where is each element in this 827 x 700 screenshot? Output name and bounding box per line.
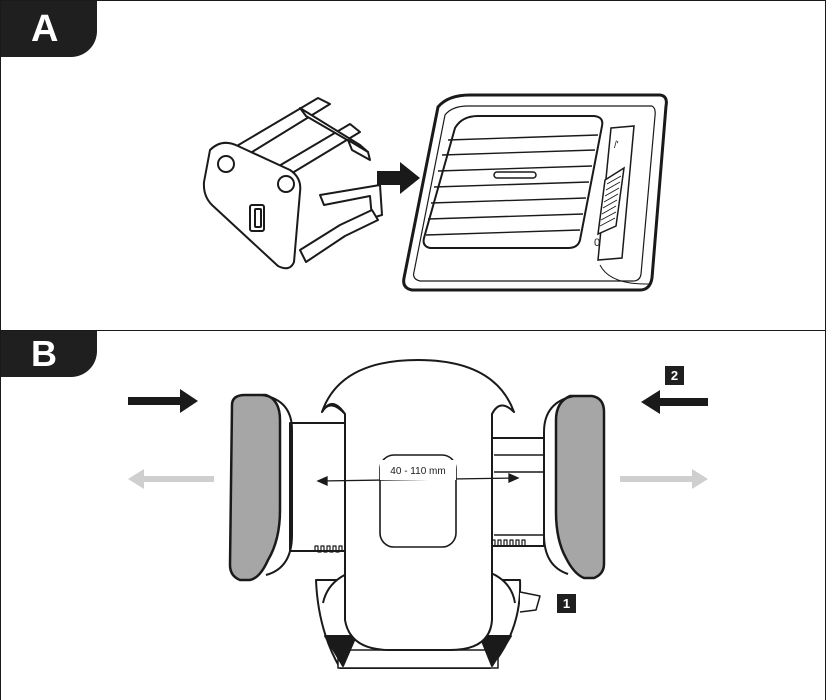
release-right-arrow-icon — [620, 469, 708, 489]
panel-a-tab: A — [1, 1, 97, 57]
push-left-arrow-icon — [128, 389, 198, 413]
step-1-label: 1 — [563, 596, 570, 611]
panel-a: A — [0, 0, 826, 331]
push-right-arrow-icon — [641, 390, 708, 414]
step-2-label: 2 — [671, 368, 678, 383]
measurement-label: 40 - 110 mm — [390, 466, 445, 477]
insert-arrow-icon — [377, 162, 420, 194]
vent-clip-illustration — [202, 97, 383, 270]
vent-dial-zero-label: 0 — [594, 237, 600, 249]
step-1-badge — [557, 594, 576, 613]
step-2-badge — [665, 366, 684, 385]
phone-holder-illustration — [228, 359, 606, 669]
air-vent-illustration — [402, 93, 668, 292]
panel-b-tab: B — [1, 331, 97, 377]
vent-dial-top-symbol: /' — [614, 140, 619, 151]
measurement-label-box — [380, 460, 456, 480]
release-left-arrow-icon — [128, 469, 214, 489]
